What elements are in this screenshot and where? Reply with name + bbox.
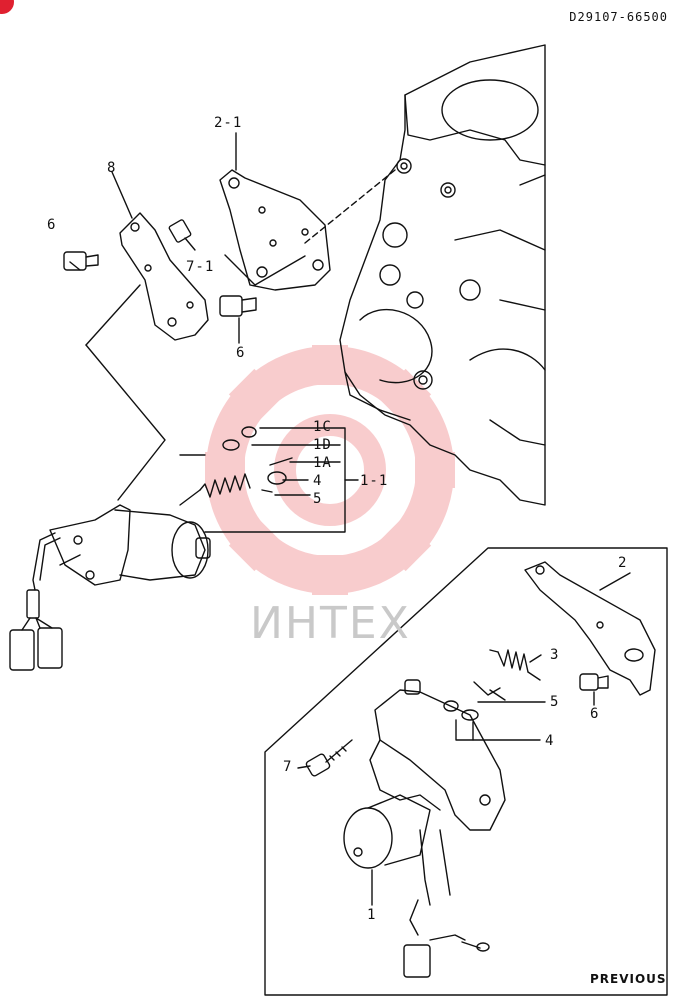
label-7-1: 7-1 bbox=[186, 259, 215, 275]
label-7: 7 bbox=[283, 759, 293, 775]
label-3: 3 bbox=[550, 647, 560, 663]
document-id: D29107-66500 bbox=[569, 10, 668, 24]
bracket-2 bbox=[524, 561, 656, 696]
spring-and-clips bbox=[179, 426, 293, 506]
bolt-7-1 bbox=[168, 219, 196, 251]
label-6-left: 6 bbox=[47, 217, 57, 233]
label-1: 1 bbox=[367, 907, 377, 923]
label-2-1: 2-1 bbox=[214, 115, 243, 131]
label-1-1: 1-1 bbox=[360, 473, 389, 489]
bracket-2-1 bbox=[219, 169, 331, 291]
label-6-center: 6 bbox=[236, 345, 246, 361]
previous-button[interactable]: PREVIOUS bbox=[590, 972, 667, 986]
watermark-text: ИНТЕХ bbox=[250, 598, 411, 649]
bolt-6-left bbox=[63, 251, 99, 271]
label-4-upper: 4 bbox=[313, 473, 323, 489]
engine-block bbox=[339, 44, 546, 506]
clips-5 bbox=[473, 681, 506, 701]
label-2: 2 bbox=[618, 555, 628, 571]
bracket-8 bbox=[119, 212, 209, 341]
label-5-inset: 5 bbox=[550, 694, 560, 710]
label-1a: 1A bbox=[313, 455, 332, 471]
motor-assembly-1-1 bbox=[9, 504, 211, 671]
label-1c: 1C bbox=[313, 419, 332, 435]
label-5-upper: 5 bbox=[313, 491, 323, 507]
motor-1 bbox=[343, 679, 506, 978]
label-8: 8 bbox=[107, 160, 117, 176]
detail-inset-frame bbox=[264, 547, 668, 996]
label-6-inset: 6 bbox=[590, 706, 600, 722]
watermark-gear-icon bbox=[205, 345, 455, 595]
label-1d: 1D bbox=[313, 437, 332, 453]
bolt-7 bbox=[305, 739, 353, 777]
spring-3 bbox=[489, 649, 541, 681]
bolt-6-inset bbox=[579, 673, 609, 691]
washers-4 bbox=[443, 700, 479, 721]
label-4-inset: 4 bbox=[545, 733, 555, 749]
bolt-6-center bbox=[219, 295, 257, 317]
